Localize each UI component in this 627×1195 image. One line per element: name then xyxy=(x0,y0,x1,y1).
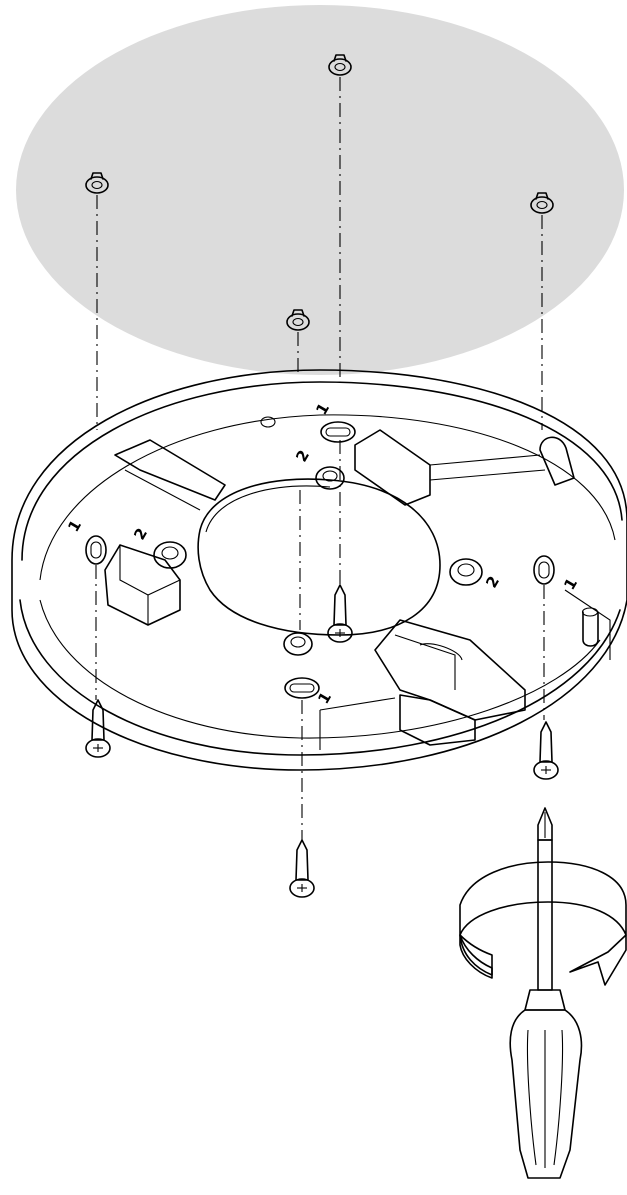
label-hole-2-left: 2 xyxy=(130,525,151,543)
label-hole-1-front: 1 xyxy=(314,689,335,707)
label-hole-1-left: 1 xyxy=(64,517,85,535)
hole-round-front xyxy=(283,632,313,656)
screw-center xyxy=(327,584,353,643)
alignment-lines xyxy=(95,77,545,840)
hole-round-left xyxy=(153,541,187,569)
hole-slot-left xyxy=(85,535,107,565)
screwdriver xyxy=(509,807,583,1179)
ceiling-anchor-left xyxy=(85,172,109,194)
hole-round-rear xyxy=(315,466,345,490)
ceiling-anchor-right xyxy=(530,192,554,214)
ceiling-surface xyxy=(16,5,624,375)
ceiling-anchor-top xyxy=(328,54,352,76)
hole-slot-rear xyxy=(320,421,356,443)
hole-round-right xyxy=(449,558,483,586)
label-hole-2-rear: 2 xyxy=(292,447,313,465)
rotation-arrow-icon xyxy=(459,861,627,986)
ceiling-anchor-front xyxy=(286,309,310,331)
screw-right xyxy=(533,721,559,780)
label-hole-1-right: 1 xyxy=(560,575,581,593)
hole-slot-right xyxy=(533,555,555,585)
mounting-plate: 1 2 2 1 2 1 1 xyxy=(11,369,627,771)
screw-front xyxy=(289,839,315,898)
hole-slot-front xyxy=(284,677,320,699)
screw-left xyxy=(85,699,111,758)
label-hole-2-right: 2 xyxy=(482,573,503,591)
